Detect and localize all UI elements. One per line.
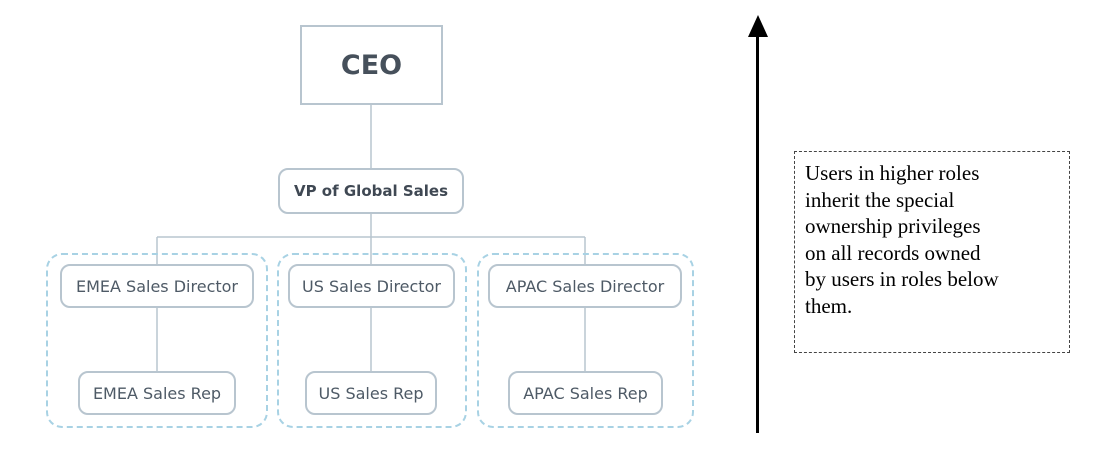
apac-group bbox=[477, 253, 694, 428]
apac-rep-node: APAC Sales Rep bbox=[508, 371, 663, 415]
emea-director-node: EMEA Sales Director bbox=[60, 264, 254, 308]
ceo-node: CEO bbox=[300, 25, 443, 105]
us-group bbox=[277, 253, 467, 428]
inheritance-note: Users in higher roles inherit the specia… bbox=[794, 151, 1070, 353]
vp-global-sales-node: VP of Global Sales bbox=[278, 168, 464, 214]
us-rep-node: US Sales Rep bbox=[305, 371, 437, 415]
us-director-node: US Sales Director bbox=[288, 264, 455, 308]
apac-director-node: APAC Sales Director bbox=[488, 264, 682, 308]
arrow-head-icon bbox=[748, 15, 768, 37]
emea-rep-node: EMEA Sales Rep bbox=[78, 371, 236, 415]
emea-group bbox=[46, 253, 268, 428]
upward-arrow bbox=[756, 32, 759, 433]
